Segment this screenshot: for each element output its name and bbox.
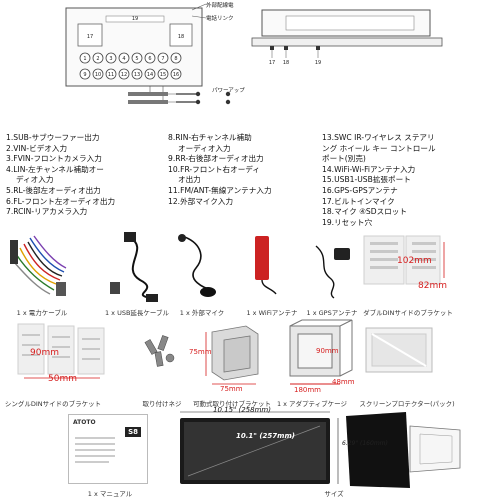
pinout-item: オ出力: [178, 175, 201, 185]
double-din-dim-a: 102mm: [397, 256, 432, 266]
connector-number: 3: [109, 56, 112, 62]
single-din-dim-b: 50mm: [48, 374, 77, 384]
manual-brand: ATOTO: [73, 419, 96, 426]
screen-height-dim: 6.29" (160mm): [342, 440, 388, 447]
cage-dim-a: 90mm: [316, 347, 339, 355]
accessories-row-1: [10, 232, 445, 302]
connector-number: 13: [134, 72, 140, 78]
pinout-item: 9.RR-右後部オーディオ出力: [168, 154, 264, 164]
pinout-item: 17.ビルトインマイク: [322, 196, 395, 206]
pinout-item: 5.RL-後部左オーディオ出力: [6, 185, 101, 195]
caption-external-mic: 1 x 外部マイク: [179, 309, 225, 317]
caption-single-din-bracket: シングルDINサイドのブラケット: [4, 400, 102, 408]
accessories-row-2: [17, 319, 433, 385]
caption-wifi-antenna: 1 x WiFiアンテナ: [246, 309, 298, 317]
gps-antenna-image: [315, 245, 350, 299]
caption-gps-antenna: 1 x GPSアンテナ: [306, 309, 358, 317]
cage-dim-b: 180mm: [294, 386, 321, 394]
external-mic-image: [178, 234, 216, 297]
pinout-item: ポート(別売): [322, 154, 366, 164]
connector-number: 4: [122, 56, 125, 62]
pinout-item: 4.LIN-左チャンネル補助オー: [6, 164, 104, 174]
connector-number: 19: [132, 16, 138, 22]
double-din-bracket-image: [363, 235, 445, 285]
pinout-item: 16.GPS-GPSアンテナ: [322, 185, 398, 195]
pinout-item: 1.SUB-サブウーファー出力: [6, 133, 100, 142]
connector-number: 16: [173, 72, 179, 78]
caption-movable-bracket: 可動式取り付けブラケット: [193, 400, 271, 408]
caption-screen-protector: スクリーンプロテクター(パック): [359, 400, 455, 408]
label-ext-mic: 外部配線電: [206, 1, 234, 9]
pinout-item: 12.外部マイク入力: [168, 196, 234, 206]
pinout-item: 13.SWC IR-ワイヤレス ステアリ: [322, 133, 435, 142]
pinout-col-3: 13.SWC IR-ワイヤレス ステアリ ング ホイール キー コントロール ポ…: [322, 133, 436, 228]
pinout-item: 18.マイク ④SDスロット: [322, 207, 407, 217]
connector-number: 18: [178, 34, 184, 40]
connector-number: 15: [160, 72, 166, 78]
screen-protector-image: [365, 327, 433, 373]
connector-number: 18: [283, 60, 289, 66]
connector-number: 5: [135, 56, 138, 62]
caption-manual: 1 x マニュアル: [87, 490, 133, 498]
connector-number: 10: [95, 72, 101, 78]
connector-number: 7: [161, 56, 164, 62]
cage-dim-c: 48mm: [332, 378, 355, 386]
power-cable-image: [13, 235, 67, 295]
connector-number: 14: [147, 72, 153, 78]
pinout-item: オーディオ入力: [178, 143, 231, 153]
pinout-item: 14.WiFi-Wi-Fiアンテナ入力: [322, 164, 416, 174]
caption-size: サイズ: [324, 490, 344, 498]
screen-diag-dim: 10.1" (257mm): [236, 432, 295, 440]
single-din-bracket-image: [17, 323, 105, 379]
pinout-item: 10.FR-フロント右オーディ: [168, 164, 260, 174]
wiring-diagram: 1 2 3 4 5 6 7 8 9 10 11 12 13 14 15 16 1…: [65, 1, 443, 105]
screen-width-dim: 10.15" (258mm): [213, 406, 271, 414]
bracket-dim-a: 75mm: [189, 348, 212, 356]
caption-usb-cable: 1 x USB延長ケーブル: [104, 309, 170, 317]
usb-cable-image: [129, 237, 151, 299]
movable-bracket-image: [205, 325, 259, 385]
connector-number: 8: [174, 56, 177, 62]
pinout-item: 2.VIN-ビデオ入力: [6, 143, 68, 153]
pinout-col-2: 8.RIN-右チャンネル補助 オーディオ入力 9.RR-右後部オーディオ出力 1…: [168, 133, 272, 207]
connector-number: 17: [87, 34, 93, 40]
connector-number: 9: [83, 72, 86, 78]
screws-image: [144, 335, 175, 367]
manual-model: S8: [125, 427, 141, 437]
pinout-item: ディオ入力: [16, 175, 54, 185]
pinout-item: 15.USB1-USB拡張ポート: [322, 175, 411, 185]
caption-double-din-bracket: ダブルDINサイドのブラケット: [363, 309, 453, 317]
label-power-amp: パワーアップ: [212, 87, 245, 94]
pinout-item: 3.FVIN-フロントカメラ入力: [6, 154, 102, 164]
wifi-antenna-image: [255, 236, 277, 295]
pinout-item: 19.リセット穴: [322, 217, 373, 227]
connector-number: 12: [121, 72, 127, 78]
connector-number: 11: [108, 72, 114, 78]
caption-screws: 取り付けネジ: [142, 400, 182, 408]
caption-adaptive-cage: 1 x アダプティブケージ: [276, 400, 348, 408]
bracket-dim-b: 75mm: [220, 385, 243, 393]
connector-number: 2: [96, 56, 99, 62]
double-din-dim-b: 82mm: [418, 281, 447, 291]
pinout-item: 6.FL-フロント左オーディオ出力: [6, 196, 116, 206]
pinout-item: 8.RIN-右チャンネル補助: [168, 133, 252, 142]
connector-number: 19: [315, 60, 321, 66]
connector-number: 6: [148, 56, 151, 62]
label-antenna-link: 電話リンク: [206, 14, 234, 22]
pinout-item: ング ホイール キー コントロール: [322, 143, 436, 153]
connector-number: 1: [83, 56, 86, 62]
pinout-item: 7.RCIN-リアカメラ入力: [6, 207, 88, 217]
size-diagram: [180, 411, 461, 488]
caption-power-cable: 1 x 電力ケーブル: [16, 309, 68, 317]
manual-image: ATOTO S8: [68, 414, 148, 484]
connector-number: 17: [269, 60, 275, 66]
pinout-item: 11.FM/ANT-無線アンテナ入力: [168, 185, 272, 195]
single-din-dim-a: 90mm: [30, 348, 59, 358]
adaptive-cage-image: [289, 319, 353, 385]
pinout-col-1: 1.SUB-サブウーファー出力 2.VIN-ビデオ入力 3.FVIN-フロントカ…: [6, 133, 115, 218]
